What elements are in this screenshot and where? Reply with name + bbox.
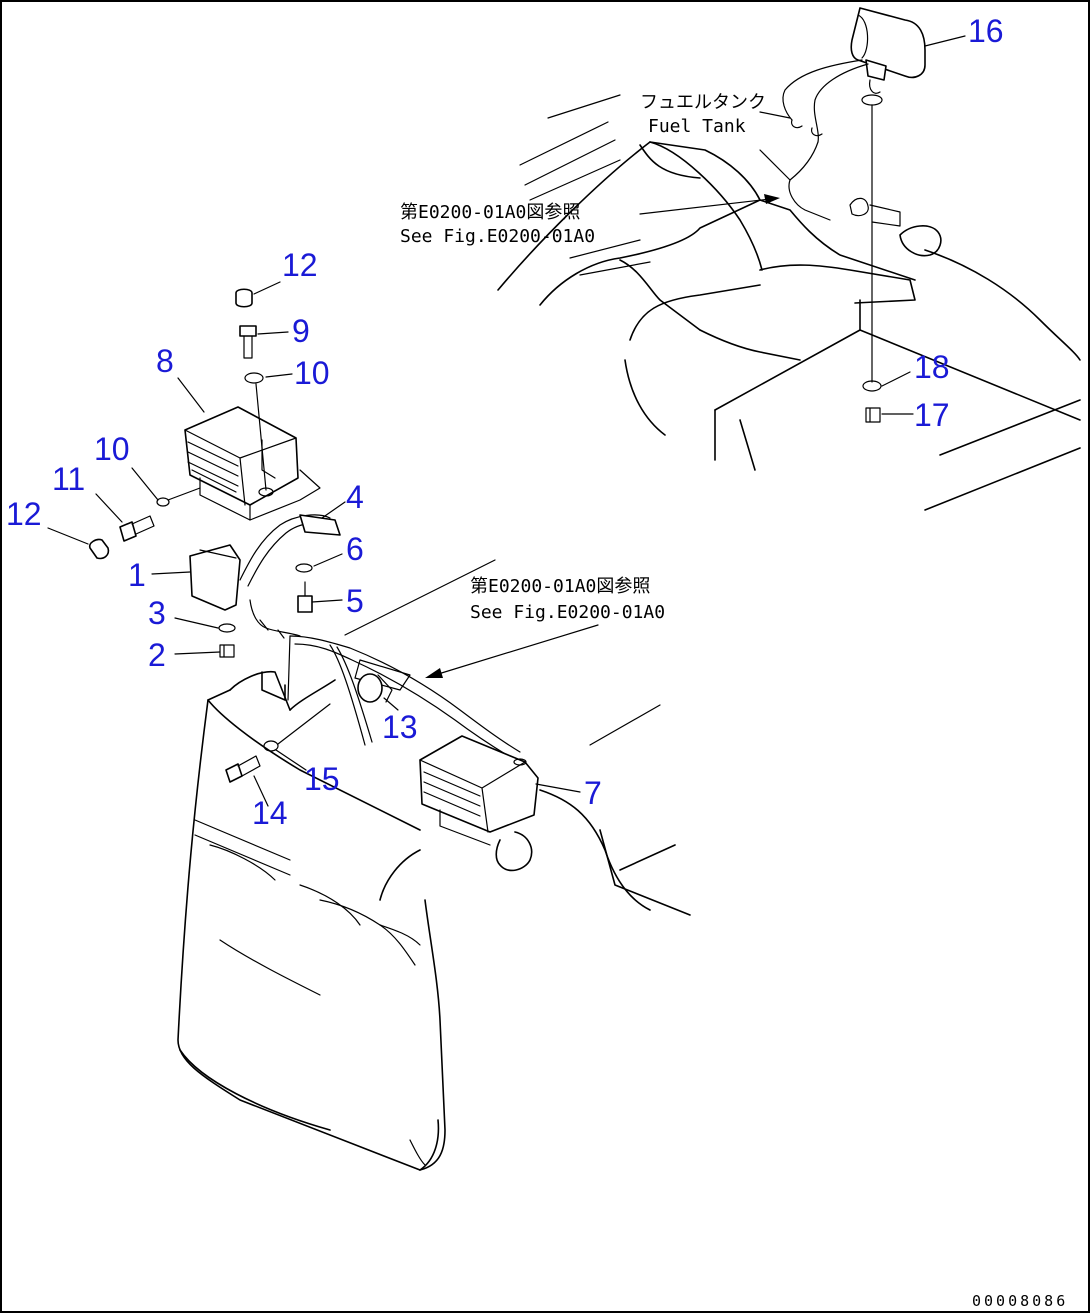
reference-note-lower-en: See Fig.E0200-01A0 [470, 602, 665, 623]
reference-note-upper-en: See Fig.E0200-01A0 [400, 226, 595, 247]
callout-14: 14 [252, 795, 288, 831]
arrow-head-lower [425, 668, 443, 678]
fasteners-lower [225, 703, 331, 783]
fuel-tank-label-jp: フュエルタンク [640, 92, 766, 113]
callout-3: 3 [148, 595, 166, 631]
harness-4 [239, 514, 341, 639]
work-lamp-7 [419, 735, 539, 846]
callout-numbers: 16 12 9 10 8 18 17 10 11 12 4 6 1 5 3 2 … [6, 13, 1004, 831]
callout-2: 2 [148, 637, 166, 673]
callout-10-left: 10 [94, 431, 130, 467]
relay-1 [189, 544, 241, 658]
horn-13 [357, 673, 393, 703]
callout-15: 15 [304, 761, 340, 797]
callout-11: 11 [52, 461, 85, 497]
reference-arrows [425, 194, 780, 678]
callout-8: 8 [156, 343, 174, 379]
callout-16: 16 [968, 13, 1004, 49]
callout-5: 5 [346, 583, 364, 619]
relay-box-8 [184, 406, 321, 521]
fasteners-left [88, 487, 201, 560]
fuel-tank-outline [497, 94, 1081, 511]
callout-1: 1 [128, 557, 146, 593]
callout-12-left: 12 [6, 496, 42, 532]
reference-note-upper-jp: 第E0200-01A0図参照 [400, 202, 580, 223]
reference-note-lower-jp: 第E0200-01A0図参照 [470, 576, 650, 597]
callout-12-top: 12 [282, 247, 318, 283]
callout-13: 13 [382, 709, 418, 745]
drawing-code: 00008086 [972, 1292, 1068, 1310]
fuel-tank-label-en: Fuel Tank [648, 116, 746, 137]
callout-7: 7 [584, 775, 602, 811]
harness-main [287, 559, 521, 761]
callout-17: 17 [914, 397, 950, 433]
arrow-head-upper [764, 194, 780, 204]
callout-10-top: 10 [294, 355, 330, 391]
leader-lines [47, 35, 966, 807]
body-outline [177, 670, 691, 1171]
fasteners-upper [235, 288, 267, 491]
callout-4: 4 [346, 479, 364, 515]
callout-6: 6 [346, 531, 364, 567]
callout-9: 9 [292, 313, 310, 349]
callout-18: 18 [914, 349, 950, 385]
